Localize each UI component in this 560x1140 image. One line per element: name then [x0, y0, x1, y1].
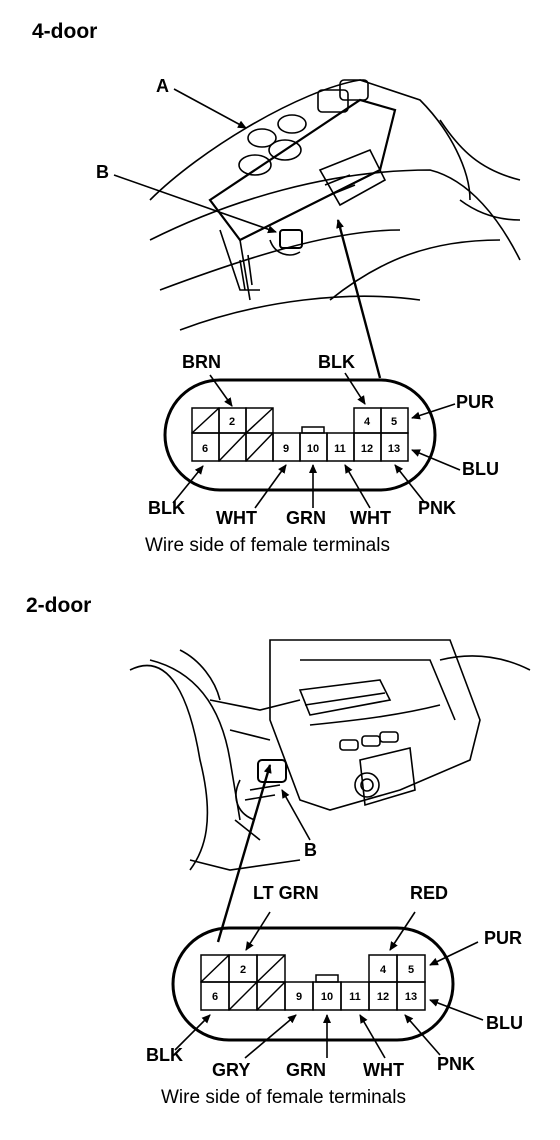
four-door-connector: 2 4 5 6 9 10 11 12 13 [163, 378, 437, 492]
terminal-2: 2 [229, 416, 235, 428]
wire-label-wht: WHT [350, 508, 391, 528]
terminal-5: 5 [391, 416, 397, 428]
four-door-caption: Wire side of female terminals [145, 535, 390, 556]
terminal-5: 5 [408, 964, 414, 976]
wire-label-blk-top: BLK [318, 352, 355, 372]
callout-a: A [156, 76, 169, 96]
terminal-12: 12 [377, 991, 389, 1003]
terminal-10: 10 [307, 443, 319, 455]
wire-label-brn: BRN [182, 352, 221, 372]
wire-label-red: RED [410, 883, 449, 903]
four-door-title: 4-door [32, 20, 98, 43]
two-door-caption: Wire side of female terminals [161, 1087, 406, 1108]
wire-label-blk: BLK [148, 498, 185, 518]
four-door-panel-illustration [149, 79, 521, 331]
wire-label-gry: GRY [212, 1060, 251, 1080]
wire-label-pnk: PNK [418, 498, 457, 518]
terminal-12: 12 [361, 443, 373, 455]
wire-label-pur: PUR [484, 928, 523, 948]
terminal-6: 6 [212, 991, 218, 1003]
two-door-dash-illustration [129, 639, 531, 871]
wire-label-blk: BLK [146, 1045, 183, 1065]
wire-label-wht: WHT [216, 508, 257, 528]
terminal-9: 9 [283, 443, 289, 455]
wire-label-lt-grn: LT GRN [253, 883, 319, 903]
wire-label-blu: BLU [486, 1013, 523, 1033]
wire-label-grn: GRN [286, 508, 326, 528]
terminal-10: 10 [321, 991, 333, 1003]
terminal-6: 6 [202, 443, 208, 455]
terminal-13: 13 [405, 991, 417, 1003]
wire-label-pur: PUR [456, 392, 495, 412]
wire-label-pnk: PNK [437, 1054, 476, 1074]
terminal-9: 9 [296, 991, 302, 1003]
terminal-4: 4 [364, 416, 371, 428]
callout-b: B [96, 162, 109, 182]
two-door-connector: 2 4 5 6 9 10 11 12 13 [171, 926, 455, 1042]
callout-b: B [304, 840, 317, 860]
wire-label-blu: BLU [462, 459, 499, 479]
terminal-4: 4 [380, 964, 387, 976]
terminal-11: 11 [349, 991, 361, 1003]
terminal-2: 2 [240, 964, 246, 976]
two-door-title: 2-door [26, 594, 92, 617]
wire-label-wht: WHT [363, 1060, 404, 1080]
wire-label-grn: GRN [286, 1060, 326, 1080]
terminal-11: 11 [334, 443, 346, 455]
terminal-13: 13 [388, 443, 400, 455]
